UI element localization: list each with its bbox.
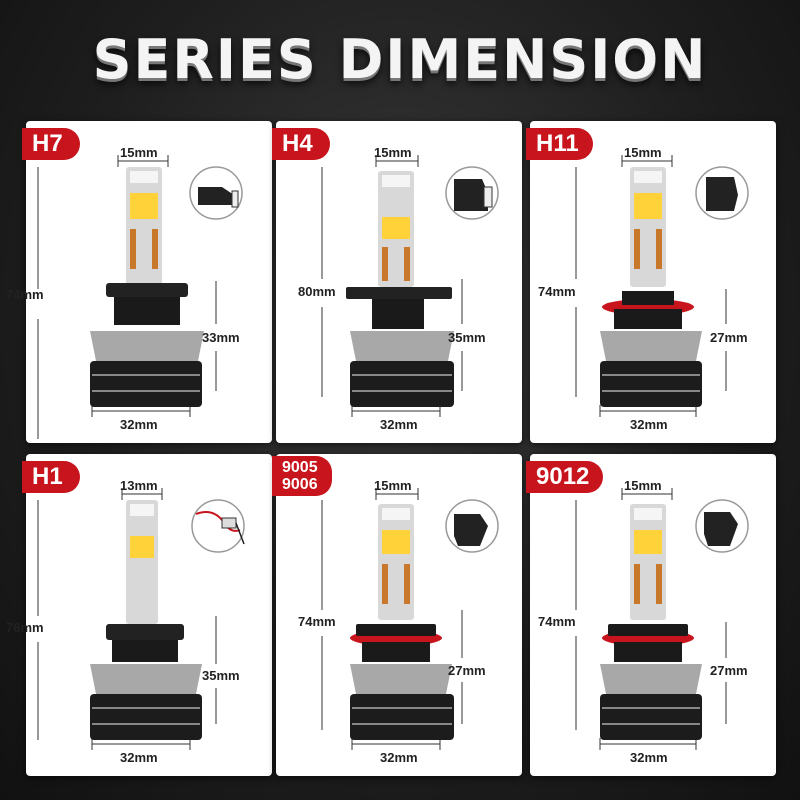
badge-text-line-2: 9006 xyxy=(282,476,318,493)
bulb-card-9005-9006: 9005 9006 15mm 74mm 27mm 32mm xyxy=(272,454,522,776)
bulb-9005-illustration xyxy=(321,488,499,750)
bulb-card-h7: H7 15mm 74mm 33mm 32mm xyxy=(6,121,272,443)
page-title: SERIES DIMENSION xyxy=(92,28,708,91)
top-width-label: 15mm xyxy=(120,145,158,160)
badge-text: H1 xyxy=(32,463,63,490)
bulb-type-badge: H1 xyxy=(22,461,80,493)
base-width-label: 32mm xyxy=(630,417,668,432)
bulb-type-badge: H11 xyxy=(526,128,593,160)
bulb-card-h4: H4 15mm 80mm 35mm 32mm xyxy=(272,121,522,443)
base-width-label: 32mm xyxy=(630,750,668,765)
badge-text: H11 xyxy=(536,130,579,157)
base-width-label: 32mm xyxy=(380,750,418,765)
badge-text-line-1: 9005 xyxy=(282,459,318,476)
top-width-label: 15mm xyxy=(624,478,662,493)
bulb-h7-illustration xyxy=(37,155,243,439)
bulb-type-badge: 9012 xyxy=(526,461,604,493)
bulb-card-9012: 9012 15mm 74mm 27mm 32mm xyxy=(526,454,776,776)
top-width-label: 15mm xyxy=(374,145,412,160)
base-height-label: 35mm xyxy=(202,668,240,683)
bulb-type-badge: 9005 9006 xyxy=(272,456,332,496)
bulb-type-badge: H7 xyxy=(22,128,80,160)
bulb-h4-illustration xyxy=(321,155,499,417)
total-height-label: 74mm xyxy=(6,287,44,302)
base-height-label: 35mm xyxy=(448,330,486,345)
bulb-card-h1: H1 13mm 76mm 35mm 32mm xyxy=(6,454,272,776)
top-width-label: 15mm xyxy=(374,478,412,493)
bulb-card-h11: H11 15mm 74mm 27mm 32mm xyxy=(526,121,776,443)
base-height-label: 27mm xyxy=(710,330,748,345)
badge-text: H4 xyxy=(282,130,313,157)
base-height-label: 33mm xyxy=(202,330,240,345)
top-width-label: 15mm xyxy=(624,145,662,160)
total-height-label: 74mm xyxy=(538,614,576,629)
total-height-label: 74mm xyxy=(298,614,336,629)
bulb-9012-illustration xyxy=(575,488,749,750)
bulb-h1-illustration xyxy=(37,488,245,750)
base-height-label: 27mm xyxy=(448,663,486,678)
badge-text: 9012 xyxy=(536,463,590,490)
base-width-label: 32mm xyxy=(120,750,158,765)
total-height-label: 80mm xyxy=(298,284,336,299)
top-width-label: 13mm xyxy=(120,478,158,493)
base-width-label: 32mm xyxy=(380,417,418,432)
bulb-type-badge: H4 xyxy=(272,128,330,160)
bulb-h11-illustration xyxy=(575,155,749,417)
total-height-label: 74mm xyxy=(538,284,576,299)
total-height-label: 76mm xyxy=(6,620,44,635)
base-height-label: 27mm xyxy=(710,663,748,678)
base-width-label: 32mm xyxy=(120,417,158,432)
badge-text: H7 xyxy=(32,130,63,157)
